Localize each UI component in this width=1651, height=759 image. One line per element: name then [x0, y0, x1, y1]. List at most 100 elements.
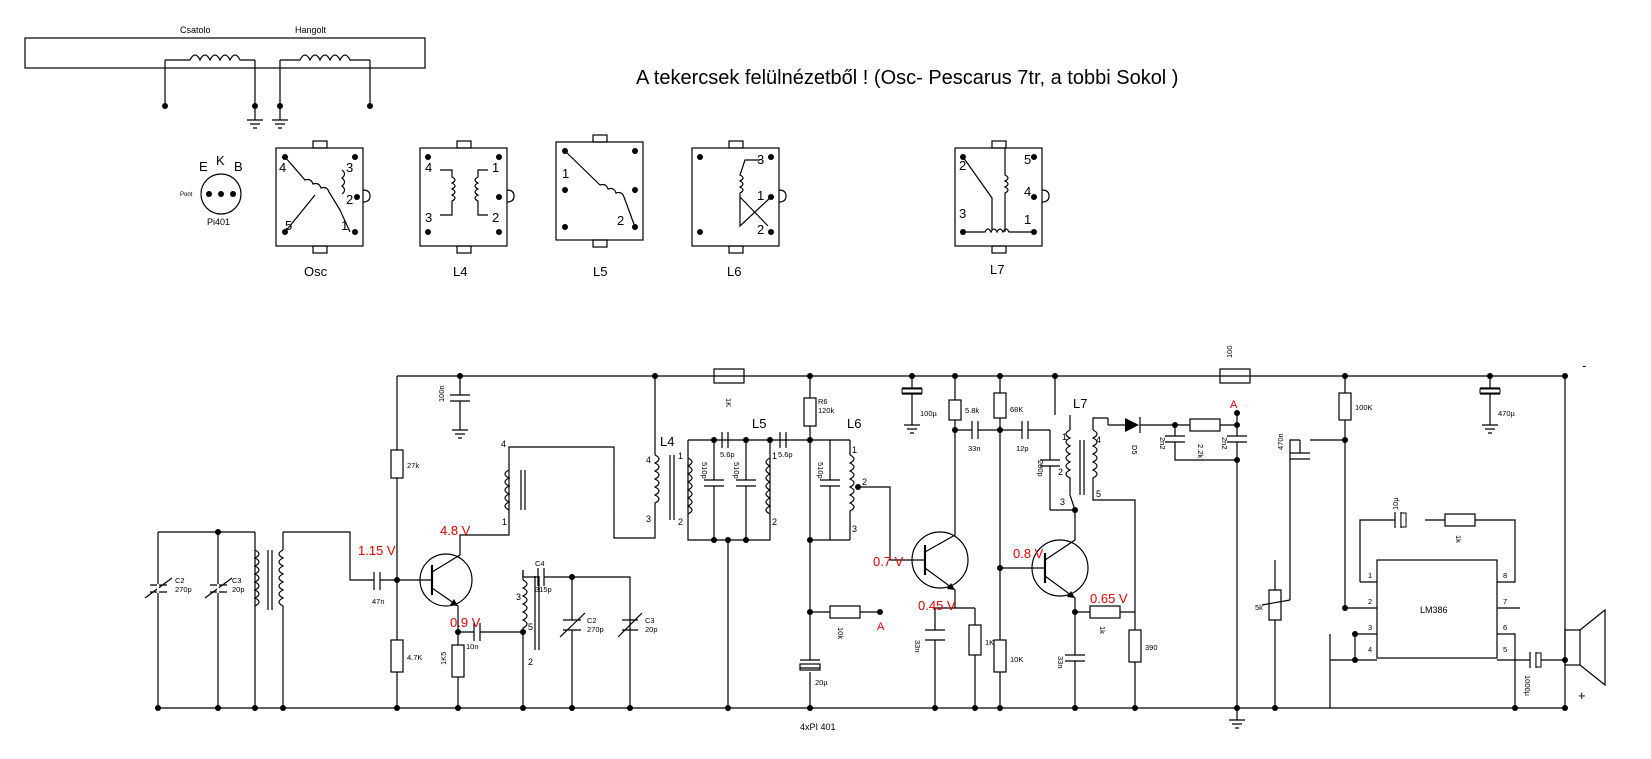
detector-stage: L7 1 2 3 4 5 D5 2n2 2.2k A 2n2 — [1052, 373, 1247, 729]
c33n-b-label: 33n — [913, 640, 922, 653]
osc-pin-1: 1 — [341, 218, 348, 233]
schematic-caption: 4xPI 401 — [800, 722, 836, 732]
c100n-label: 100n — [437, 385, 446, 402]
ic-pin-4: 4 — [1368, 645, 1372, 654]
ic-pin-1: 1 — [1368, 571, 1372, 580]
l4-pin-3: 3 — [425, 210, 432, 225]
rail-plus-label: + — [1578, 688, 1586, 703]
r6-name: R6 — [818, 397, 828, 406]
c470u-label: 470µ — [1498, 409, 1516, 418]
l7-sch-pin-3: 3 — [1060, 497, 1065, 507]
osc-top-pin-1: 1 — [502, 517, 507, 527]
l6-sch-pin-2: 2 — [862, 477, 867, 487]
l4-pin-2: 2 — [492, 210, 499, 225]
c2n2-a-label: 2n2 — [1158, 437, 1167, 450]
l5-pin-1: 1 — [562, 166, 569, 181]
ic-pin-8: 8 — [1503, 571, 1507, 580]
osc-pin-2: 2 — [346, 192, 353, 207]
ic-pin-7: 7 — [1503, 597, 1507, 606]
c4-value: 315p — [535, 585, 552, 594]
r10k-b-label: 10K — [1010, 655, 1023, 664]
osc-bot-pin-3: 3 — [516, 592, 521, 602]
l4-sch-pin-4: 4 — [646, 455, 651, 465]
r68k-label: 68K — [1010, 405, 1023, 414]
l4-sch-label: L4 — [660, 434, 674, 449]
osc-pin-5: 5 — [285, 218, 292, 233]
transistor-pinout: E K B Pont Pi401 — [180, 153, 243, 227]
antenna-rod-diagram: Csatolo Hangolt — [24, 25, 426, 129]
voltage-v1: 1.15 V — [358, 543, 396, 558]
transistor-name: Pi401 — [207, 217, 230, 227]
l5-pin-2: 2 — [617, 213, 624, 228]
pot5k-label: 5k — [1255, 603, 1263, 612]
l7-sch-pin-2: 2 — [1058, 467, 1063, 477]
page-title: A tekercsek felülnézetből ! (Osc- Pescar… — [636, 67, 1178, 89]
ic-label: LM386 — [1420, 605, 1448, 615]
l6-pin-1: 1 — [757, 188, 764, 203]
c2b-name: C2 — [587, 616, 597, 625]
osc-pin-4: 4 — [279, 160, 286, 175]
osc-coil-view: 4 3 2 5 1 Osc — [275, 140, 371, 279]
c56p-a-label: 5.6p — [720, 450, 735, 459]
r58k-label: 5.8k — [965, 406, 979, 415]
l7-pin-4: 4 — [1024, 184, 1031, 199]
l6-pin-2: 2 — [757, 222, 764, 237]
l7-sch-label: L7 — [1073, 396, 1087, 411]
l5b-pin-2: 2 — [772, 517, 777, 527]
ic-pin-2: 2 — [1368, 597, 1372, 606]
l6-sch-pin-3: 3 — [852, 524, 857, 534]
c3b-value: 20p — [645, 625, 658, 634]
l7-sch-pin-4: 4 — [1096, 435, 1101, 445]
c47n-label: 47n — [372, 597, 385, 606]
c20u-label: 20µ — [815, 678, 828, 687]
l4-coil-view: 4 1 3 2 L4 — [419, 140, 515, 279]
osc-pin-3: 3 — [346, 160, 353, 175]
ic-pin-5: 5 — [1503, 645, 1507, 654]
detector-mark-a: A — [1230, 399, 1238, 411]
c12p-label: 12p — [1016, 444, 1029, 453]
r1k-e2-label: 1k — [1098, 626, 1107, 634]
pin-e-label: E — [199, 159, 208, 174]
c510p-b-label: 510p — [732, 462, 741, 479]
input-tuning: C2 270p C3 20p — [144, 529, 374, 711]
l7-coil-label: L7 — [990, 262, 1004, 277]
osc-bot-pin-2: 2 — [528, 657, 533, 667]
coupling-coil-label: Csatolo — [180, 25, 211, 35]
c2n2-b-label: 2n2 — [1220, 437, 1229, 450]
voltage-v6: 0.8 V — [1013, 546, 1044, 561]
voltage-annotations: 1.15 V 4.8 V 0.9 V 0.7 V 0.45 V 0.8 V 0.… — [358, 523, 1128, 630]
c470n-label: 470n — [1276, 433, 1285, 450]
voltage-v3: 0.9 V — [450, 615, 481, 630]
c33n-c-label: 33n — [1056, 656, 1065, 669]
r390-label: 390 — [1145, 643, 1158, 652]
c1000u-label: 1000µ — [1523, 675, 1532, 697]
c33n-a-label: 33n — [968, 444, 981, 453]
r1k-fb-label: 1k — [1454, 535, 1463, 543]
pin-b-label: B — [234, 159, 243, 174]
l7-coil-view: 2 5 4 3 1 L7 — [954, 140, 1050, 277]
ic-pin-3: 3 — [1368, 623, 1372, 632]
r100k-label: 100K — [1355, 403, 1373, 412]
l4-coil-label: L4 — [453, 264, 467, 279]
pinout-side-label: Pont — [180, 192, 193, 198]
d5-label: D5 — [1130, 445, 1139, 455]
tuned-coil-label: Hangolt — [295, 25, 327, 35]
l7-sch-pin-1: 1 — [1062, 432, 1067, 442]
c510p-c-label: 510p — [816, 462, 825, 479]
pin-k-label: K — [216, 153, 225, 168]
osc-coil-label: Osc — [304, 264, 328, 279]
r1k5-label: 1K5 — [439, 652, 448, 665]
l7-pin-3: 3 — [959, 206, 966, 221]
l5-coil-label: L5 — [593, 264, 607, 279]
l4-pin-4: 4 — [425, 160, 432, 175]
l5-coil-view: 1 2 L5 — [555, 134, 644, 279]
l7-pin-2: 2 — [959, 158, 966, 173]
c3a-value: 20p — [232, 585, 245, 594]
if-filter-stage: L4 4 3 1K 5.6p 5.6p L5 1 2 1 2 510p 510p — [646, 368, 938, 711]
l5a-pin-2: 2 — [678, 517, 683, 527]
c3b-name: C3 — [645, 616, 655, 625]
c56p-b-label: 5.6p — [778, 450, 793, 459]
osc-top-pin-4: 4 — [501, 439, 506, 449]
r22k-label: 2.2k — [1196, 444, 1205, 458]
